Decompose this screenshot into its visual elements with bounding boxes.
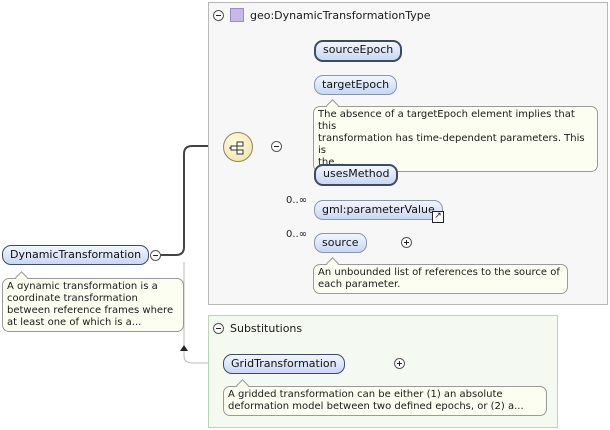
doc-line: each parameter. [318,279,401,290]
root-to-compositor-line [160,145,223,256]
complex-type-icon [230,8,244,22]
doc-line: A dynamic transformation is a [7,281,158,292]
doc-line: between reference frames where [7,305,174,316]
doc-line: at least one of which is a... [7,317,142,328]
doc-line: An unbounded list of references to the s… [318,267,560,278]
grid-transformation-label: GridTransformation [231,357,337,370]
type-panel-title: geo:DynamicTransformationType [250,8,431,22]
substitutions-panel-header: Substitutions [213,320,302,336]
target-epoch-documentation: The absence of a targetEpoch element imp… [313,106,598,172]
target-epoch-label: targetEpoch [322,78,390,91]
grid-transformation-documentation: A gridded transformation can be either (… [223,386,547,416]
expand-toggle-icon[interactable] [393,358,405,369]
collapse-toggle-icon[interactable] [270,141,282,152]
source-documentation: An unbounded list of references to the s… [313,264,568,294]
source-multiplicity: 0..∞ [286,229,308,240]
collapse-toggle-icon[interactable] [213,9,224,21]
doc-line: A gridded transformation can be either (… [228,389,503,400]
doc-line: The absence of a targetEpoch element imp… [318,109,575,132]
source-epoch-node[interactable]: sourceEpoch [314,40,403,62]
parameter-value-multiplicity: 0..∞ [286,195,308,206]
source-node[interactable]: source [314,233,367,253]
doc-line: coordinate transformation [7,293,138,304]
root-element-node[interactable]: DynamicTransformation [2,245,150,265]
collapse-toggle-icon[interactable] [213,322,224,334]
external-reference-icon[interactable]: ↗ [432,211,444,223]
source-label: source [322,236,359,249]
sequence-compositor-icon[interactable] [223,132,253,162]
doc-line: deformation model between two defined ep… [228,401,524,412]
source-epoch-label: sourceEpoch [323,43,394,56]
parameter-value-node[interactable]: gml:parameterValue [314,200,443,220]
substitutions-title: Substitutions [230,321,303,335]
collapse-toggle-icon[interactable] [150,250,161,261]
root-documentation: A dynamic transformation is a coordinate… [2,278,184,332]
target-epoch-node[interactable]: targetEpoch [314,75,398,95]
root-to-substitution-line [183,262,223,364]
substitution-arrow [180,345,188,351]
type-panel-header: geo:DynamicTransformationType [213,7,431,23]
uses-method-node[interactable]: usesMethod [314,164,399,186]
root-element-label: DynamicTransformation [10,248,142,261]
doc-line: the... [318,157,344,168]
doc-line: transformation has time-dependent parame… [318,133,585,156]
expand-toggle-icon[interactable] [401,237,412,248]
uses-method-label: usesMethod [323,167,390,180]
grid-transformation-node[interactable]: GridTransformation [223,354,345,374]
parameter-value-label: gml:parameterValue [322,203,435,216]
